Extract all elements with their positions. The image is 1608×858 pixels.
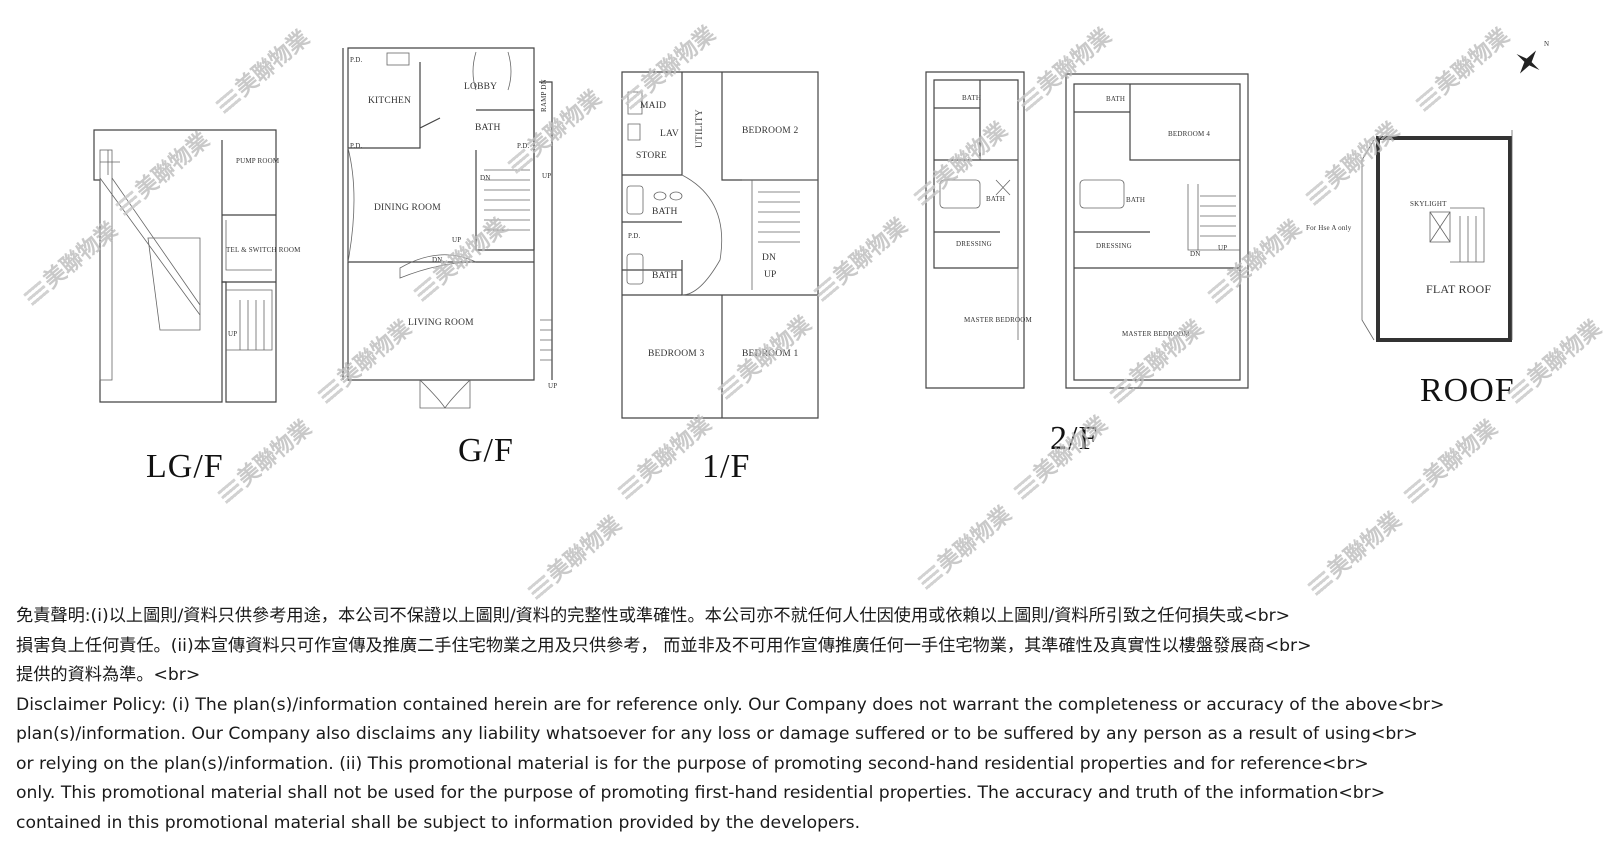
room-label: UP <box>452 236 461 244</box>
room-label: DINING ROOM <box>374 203 441 213</box>
plan-1f: MAID LAV STORE UTILITY BEDROOM 2 BATH BA… <box>621 71 819 419</box>
room-label: BATH <box>475 123 501 133</box>
floor-plans: PUMP ROOM TEL & SWITCH ROOM UP P.D. P.D.… <box>93 40 1549 419</box>
room-label: STORE <box>636 151 667 161</box>
plan-roof: SKYLIGHT FLAT ROOF For Hse A only <box>1306 130 1513 342</box>
room-label: LIVING ROOM <box>408 318 474 328</box>
disclaimer-line: 提供的資料為準。<br> <box>16 665 201 685</box>
room-label: DN <box>480 174 491 182</box>
room-label: DN <box>432 256 443 264</box>
room-label: LAV <box>660 129 679 139</box>
room-label: P.D. <box>628 232 641 240</box>
room-label: UP <box>764 270 777 280</box>
room-label: BEDROOM 2 <box>742 126 798 136</box>
room-label: LOBBY <box>464 82 497 92</box>
room-label: UP <box>542 172 551 180</box>
disclaimer-line: or relying on the plan(s)/information. (… <box>16 753 1369 774</box>
plan-gf: P.D. P.D. P.D. KITCHEN LOBBY BATH DINING… <box>342 47 557 409</box>
room-label: UTILITY <box>695 109 705 148</box>
room-label: BATH <box>652 207 678 217</box>
room-label: SKYLIGHT <box>1410 200 1447 208</box>
room-label: BATH <box>986 195 1005 203</box>
room-label: UP <box>548 382 557 390</box>
room-label: MAID <box>640 101 666 111</box>
room-label: DN <box>1190 250 1201 258</box>
plan-2f-left: BATH BATH DRESSING MASTER BEDROOM <box>925 71 1033 389</box>
room-label: P.D. <box>350 142 363 150</box>
compass-north-label: N <box>1544 40 1549 48</box>
floor-label-roof: ROOF <box>1420 372 1515 409</box>
room-label: MASTER BEDROOM <box>964 316 1033 324</box>
floor-label-lgf: LG/F <box>146 448 224 485</box>
room-label: UP <box>1218 244 1227 252</box>
room-label: PUMP ROOM <box>236 157 280 165</box>
room-label: BATH <box>652 271 678 281</box>
disclaimer-line: 免責聲明:(i)以上圖則/資料只供參考用途，本公司不保證以上圖則/資料的完整性或… <box>16 606 1291 626</box>
room-label: TEL & SWITCH ROOM <box>226 246 301 254</box>
floor-label-gf: G/F <box>458 432 514 469</box>
room-label: For Hse A only <box>1306 224 1352 232</box>
compass-icon: N <box>1516 40 1549 74</box>
room-label: MASTER BEDROOM <box>1122 330 1191 338</box>
room-label: KITCHEN <box>368 96 411 106</box>
room-label: BATH <box>962 94 981 102</box>
floor-label-1f: 1/F <box>702 448 751 485</box>
room-label: RAMP DN <box>540 79 548 112</box>
disclaimer-line: plan(s)/information. Our Company also di… <box>16 724 1418 744</box>
room-label: BATH <box>1106 95 1125 103</box>
disclaimer-line: contained in this promotional material s… <box>16 812 861 833</box>
disclaimer-text: 免責聲明:(i)以上圖則/資料只供參考用途，本公司不保證以上圖則/資料的完整性或… <box>16 602 1604 838</box>
room-label: UP <box>228 330 237 338</box>
plan-lgf: PUMP ROOM TEL & SWITCH ROOM UP <box>93 129 301 403</box>
room-label: BEDROOM 1 <box>742 349 798 359</box>
disclaimer-line: only. This promotional material shall no… <box>16 783 1386 803</box>
room-label: P.D. <box>350 56 363 64</box>
room-label: DRESSING <box>1096 242 1132 250</box>
room-label: DN <box>762 253 776 263</box>
plan-2f-right: BATH BEDROOM 4 BATH DRESSING DN UP MASTE… <box>1065 73 1249 389</box>
room-label: BATH <box>1126 196 1145 204</box>
disclaimer-line: 損害負上任何責任。(ii)本宣傳資料只可作宣傳及推廣二手住宅物業之用及只供參考，… <box>16 635 1312 656</box>
floor-label-2f: 2/F <box>1050 420 1099 457</box>
room-label: BEDROOM 4 <box>1168 130 1210 138</box>
room-label: P.D. <box>517 142 530 150</box>
disclaimer-line: Disclaimer Policy: (i) The plan(s)/infor… <box>16 694 1445 715</box>
room-label: DRESSING <box>956 240 992 248</box>
room-label: BEDROOM 3 <box>648 349 704 359</box>
room-label: FLAT ROOF <box>1426 282 1491 296</box>
